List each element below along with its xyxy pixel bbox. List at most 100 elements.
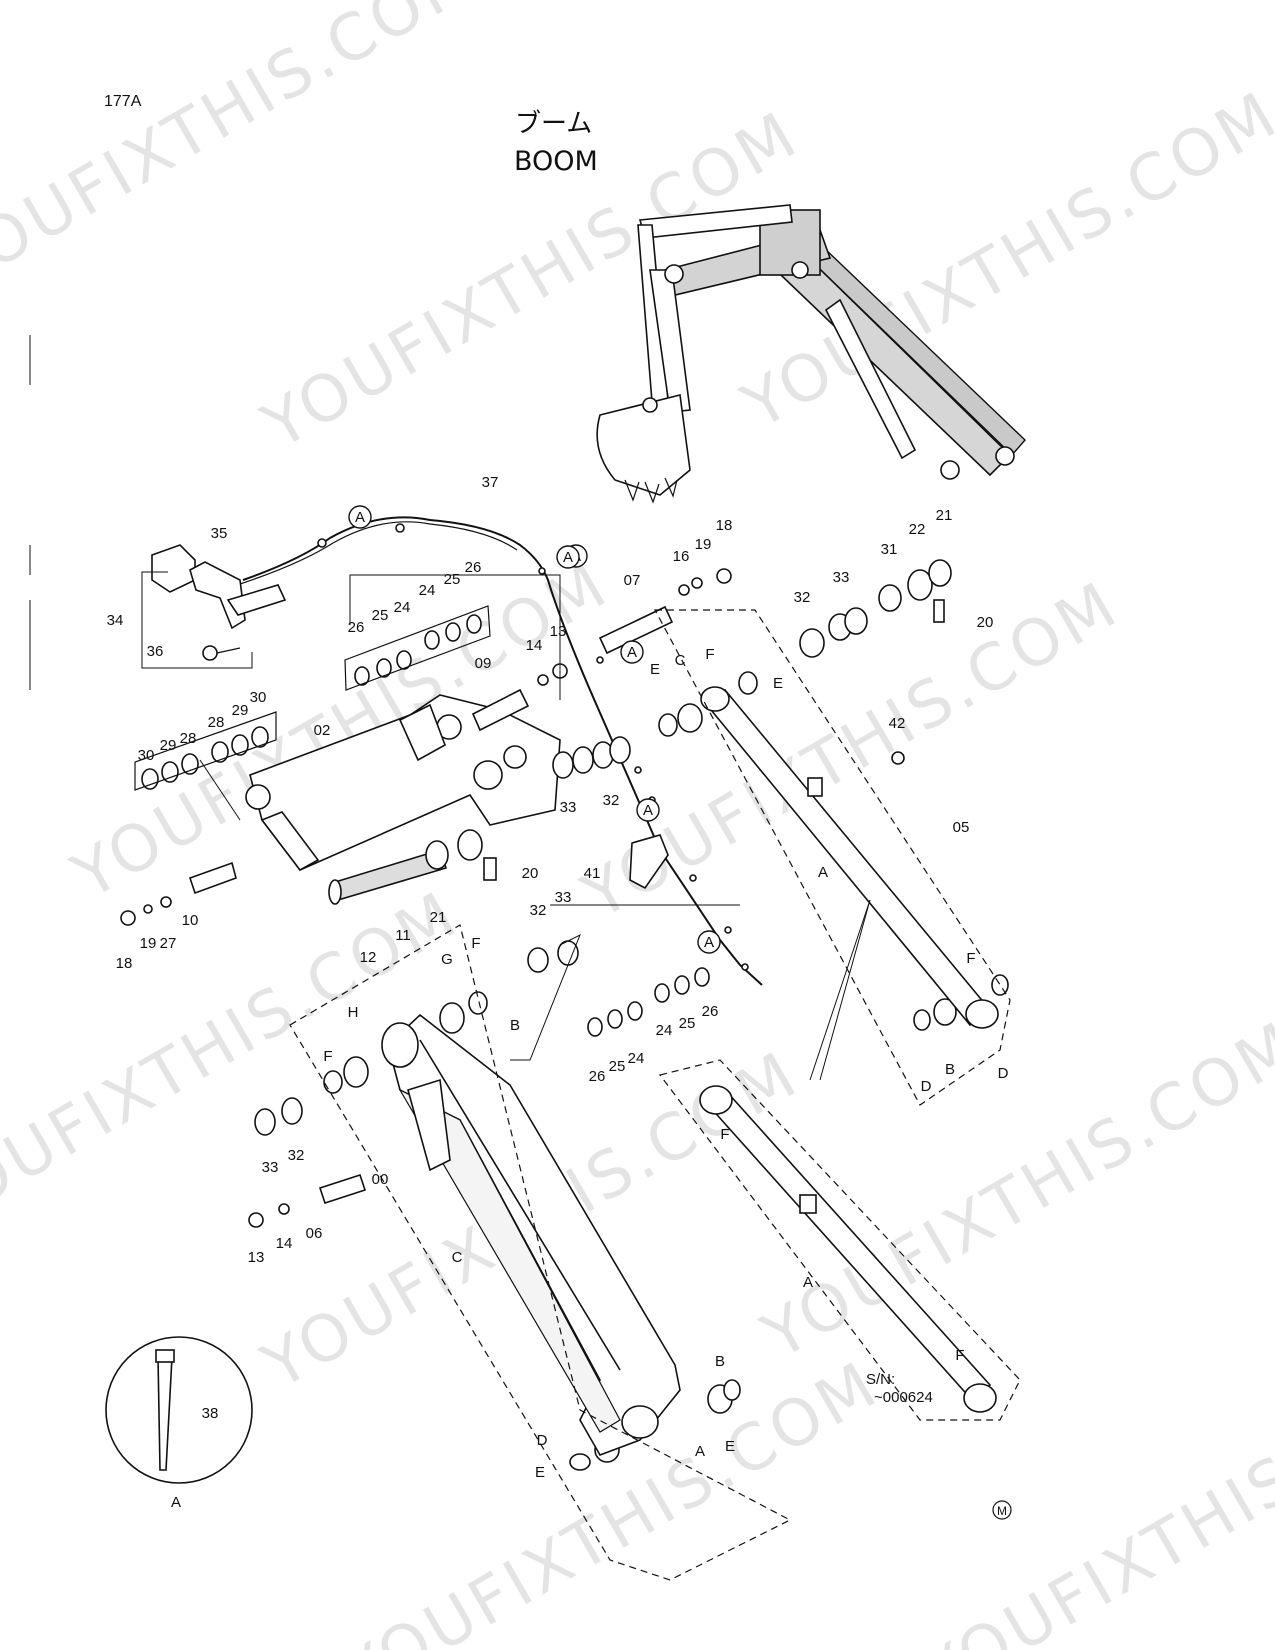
callout-13: 13	[550, 623, 567, 640]
callout-14: 14	[276, 1235, 293, 1252]
callout-f: F	[720, 1126, 729, 1143]
callout-18: 18	[716, 517, 733, 534]
harness-marker-a: A	[643, 802, 653, 819]
callout-24: 24	[419, 582, 436, 599]
harness-marker-circle	[348, 505, 372, 529]
callout-e: E	[535, 1464, 545, 1481]
callout-11: 11	[395, 927, 411, 944]
callout-24: 24	[394, 599, 411, 616]
serial-note: S/N:	[866, 1371, 895, 1388]
work-lamp	[141, 544, 287, 669]
watermark: YOUFIXTHIS.COM	[750, 1007, 1275, 1374]
callout-33: 33	[560, 799, 577, 816]
callout-18: 18	[116, 955, 133, 972]
callout-00: 00	[372, 1171, 389, 1188]
callout-c: C	[452, 1249, 463, 1266]
m-mark: M	[997, 1504, 1007, 1518]
callout-26: 26	[702, 1003, 719, 1020]
boom-cylinder	[700, 686, 999, 1029]
callout-37: 37	[482, 474, 499, 491]
boom-main	[381, 1013, 681, 1456]
callout-e: E	[773, 675, 783, 692]
callout-19: 19	[140, 935, 157, 952]
callout-d: D	[998, 1065, 1009, 1082]
boom-bracket	[245, 694, 561, 872]
callout-30: 30	[250, 689, 267, 706]
callout-13: 13	[248, 1249, 265, 1266]
title-english: BOOM	[514, 146, 598, 177]
callout-25: 25	[679, 1015, 696, 1032]
callout-24: 24	[656, 1022, 673, 1039]
callout-21: 21	[936, 507, 953, 524]
callout-f: F	[966, 950, 975, 967]
callout-38: 38	[202, 1405, 219, 1422]
callout-26: 26	[589, 1068, 606, 1085]
callout-10: 10	[182, 912, 199, 929]
callout-32: 32	[530, 902, 547, 919]
harness-marker-a: A	[355, 509, 365, 526]
page-code: 177A	[104, 93, 142, 110]
callout-labels: 0002050607091011121313141416181819192020…	[107, 474, 1009, 1511]
shims	[134, 559, 1009, 1471]
callout-09: 09	[475, 655, 492, 672]
watermark: YOUFIXTHIS.COM	[0, 0, 492, 304]
callout-28: 28	[180, 730, 197, 747]
callout-a: A	[171, 1494, 181, 1511]
callout-33: 33	[555, 889, 572, 906]
callout-f: F	[955, 1347, 964, 1364]
callout-31: 31	[881, 541, 898, 558]
harness-marker-circle	[697, 930, 721, 954]
callout-34: 34	[107, 612, 124, 629]
callout-05: 05	[953, 819, 970, 836]
callout-02: 02	[314, 722, 331, 739]
serial-range: ~000624	[874, 1389, 933, 1406]
callout-32: 32	[794, 589, 811, 606]
callout-b: B	[510, 1017, 520, 1034]
callout-20: 20	[977, 614, 994, 631]
callout-22: 22	[909, 521, 926, 538]
callout-26: 26	[465, 559, 482, 576]
harness-marker-circle	[620, 640, 644, 664]
callout-32: 32	[288, 1147, 305, 1164]
harness-marker-a: A	[563, 549, 573, 566]
callout-30: 30	[138, 747, 155, 764]
callout-28: 28	[208, 714, 225, 731]
callout-35: 35	[211, 525, 228, 542]
callout-f: F	[471, 935, 480, 952]
callout-26: 26	[348, 619, 365, 636]
callout-d: D	[921, 1078, 932, 1095]
callout-33: 33	[833, 569, 850, 586]
hardware	[120, 568, 945, 1228]
callout-e: E	[650, 661, 660, 678]
callout-e: E	[725, 1438, 735, 1455]
callout-14: 14	[526, 637, 543, 654]
callout-f: F	[705, 646, 714, 663]
callout-a: A	[818, 864, 828, 881]
harness-marker-circle	[636, 798, 660, 822]
callout-25: 25	[609, 1058, 626, 1075]
callout-16: 16	[673, 548, 690, 565]
callout-g: G	[441, 951, 453, 968]
callout-b: B	[715, 1353, 725, 1370]
m-mark-circle	[992, 1500, 1012, 1520]
harness-marker-a: A	[627, 644, 637, 661]
wire-harness	[239, 516, 763, 986]
callout-a: A	[803, 1274, 813, 1291]
callout-06: 06	[306, 1225, 323, 1242]
callout-a: A	[695, 1443, 705, 1460]
callout-12: 12	[360, 949, 377, 966]
callout-21: 21	[430, 909, 447, 926]
callout-c: C	[675, 652, 686, 669]
boom-cylinder-variant	[699, 1085, 997, 1413]
title-japanese: ブーム	[515, 109, 592, 139]
assembly-outlines	[199, 574, 1021, 1581]
callout-f: F	[323, 1048, 332, 1065]
callout-d: D	[537, 1432, 548, 1449]
callout-33: 33	[262, 1159, 279, 1176]
callout-29: 29	[160, 737, 177, 754]
callout-42: 42	[889, 715, 906, 732]
callout-27: 27	[160, 935, 177, 952]
excavator-front-overview	[596, 204, 1026, 504]
callout-h: H	[348, 1004, 359, 1021]
